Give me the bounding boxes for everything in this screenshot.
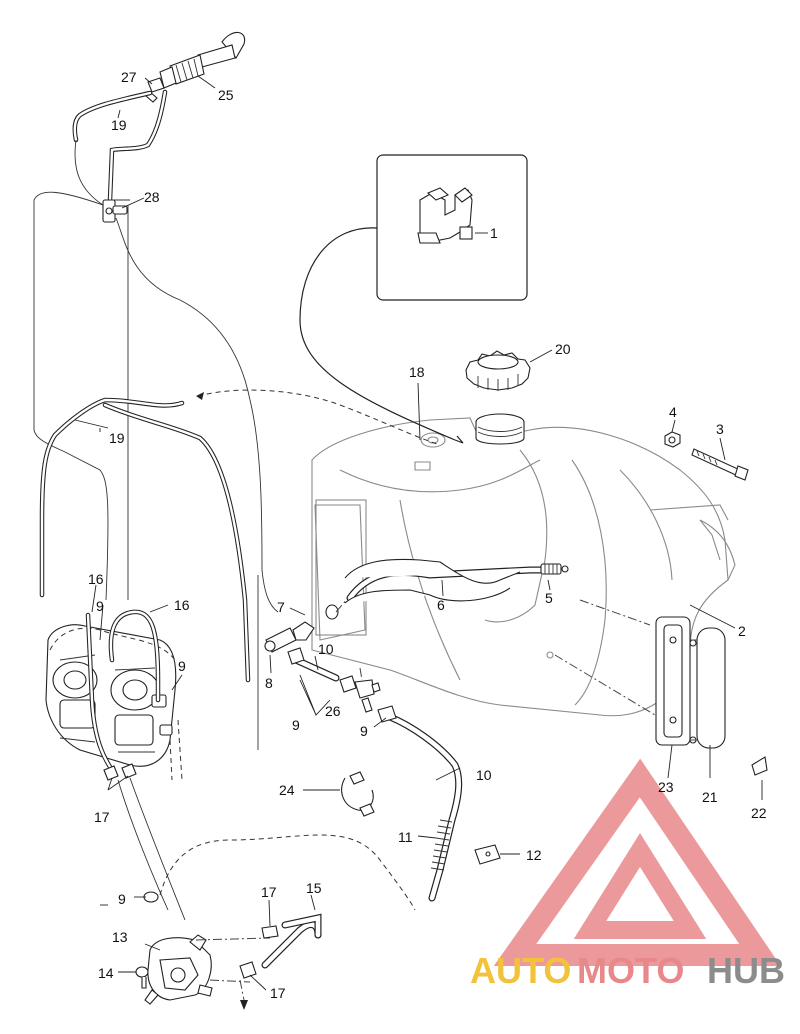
- callout-3: 3: [716, 421, 724, 437]
- callout-16-a: 16: [88, 571, 104, 587]
- callout-4: 4: [669, 404, 677, 420]
- callout-7: 7: [277, 599, 285, 615]
- watermark-text: AUTO MOTO HUB: [470, 950, 785, 991]
- watermark-logo: [493, 758, 781, 966]
- valve-7-8-26: [264, 604, 397, 723]
- clip-24: [341, 771, 375, 817]
- inset-leader-line: [299, 227, 456, 441]
- callout-20: 20: [555, 341, 571, 357]
- callout-6: 6: [437, 597, 445, 613]
- callout-5: 5: [545, 590, 553, 606]
- pad-21: [689, 627, 726, 749]
- clamp-9-pump: [143, 891, 159, 903]
- callout-11: 11: [398, 829, 413, 845]
- callout-16-b: 16: [174, 597, 190, 613]
- hose-15: [261, 913, 322, 969]
- callout-labels: 1 2 3 4 5 6 7 8 9 9 9 9 9 10 10 11 12 13…: [88, 69, 767, 1001]
- callout-9-a: 9: [96, 598, 104, 614]
- callout-27: 27: [121, 69, 137, 85]
- clamp-12: [474, 844, 501, 865]
- watermark-word-moto: MOTO: [577, 950, 684, 991]
- callout-10-b: 10: [476, 767, 492, 783]
- callout-9-e: 9: [118, 891, 126, 907]
- screw-14: [135, 966, 149, 989]
- fuel-cap: [465, 350, 531, 391]
- callout-26: 26: [325, 703, 341, 719]
- fuel-pump-13: [144, 934, 213, 1005]
- callout-2: 2: [738, 623, 746, 639]
- line-to-pump: [117, 777, 186, 921]
- primer-pump-25: [159, 31, 246, 89]
- callout-1: 1: [490, 225, 498, 241]
- callout-24: 24: [279, 782, 295, 798]
- leader-lines: [74, 75, 763, 991]
- loop-hose-16: [85, 609, 161, 773]
- callout-9-c: 9: [292, 717, 300, 733]
- watermark-word-auto: AUTO: [470, 950, 571, 991]
- tube-19-upper: [72, 89, 168, 203]
- pad-23: [655, 616, 691, 746]
- inset-detail-box: [376, 154, 528, 301]
- callout-25: 25: [218, 87, 234, 103]
- tube-19-lower: [39, 397, 251, 683]
- filler-neck: [475, 413, 525, 445]
- bolt-3: [691, 448, 749, 481]
- callout-10-a: 10: [318, 641, 334, 657]
- callout-22: 22: [751, 805, 767, 821]
- callout-13: 13: [112, 929, 128, 945]
- callout-17-b: 17: [261, 884, 277, 900]
- carburetor-assembly: [45, 624, 183, 781]
- breather-hose-6: [344, 558, 549, 604]
- callout-14: 14: [98, 965, 114, 981]
- callout-9-b: 9: [178, 658, 186, 674]
- callout-12: 12: [526, 847, 542, 863]
- tee-fitting-28: [102, 199, 128, 223]
- callout-18: 18: [409, 364, 425, 380]
- clamps-17-pump: [239, 925, 279, 979]
- tag-22: [751, 756, 768, 776]
- fuel-tank: [311, 417, 736, 717]
- fitting-5: [540, 563, 569, 575]
- callout-21: 21: [702, 789, 718, 805]
- clamps-17-left: [103, 763, 137, 781]
- callout-17-c: 17: [270, 985, 286, 1001]
- fuel-hose-10-11: [386, 713, 463, 902]
- callout-9-d: 9: [360, 723, 368, 739]
- watermark-word-hub: HUB: [707, 950, 785, 991]
- callout-19-a: 19: [111, 117, 127, 133]
- primer-lines: [33, 139, 279, 750]
- callout-17-a: 17: [94, 809, 110, 825]
- callout-23: 23: [658, 779, 674, 795]
- callout-15: 15: [306, 880, 322, 896]
- callout-8: 8: [265, 675, 273, 691]
- callout-28: 28: [144, 189, 160, 205]
- nut-4: [664, 431, 681, 448]
- callout-19-b: 19: [109, 430, 125, 446]
